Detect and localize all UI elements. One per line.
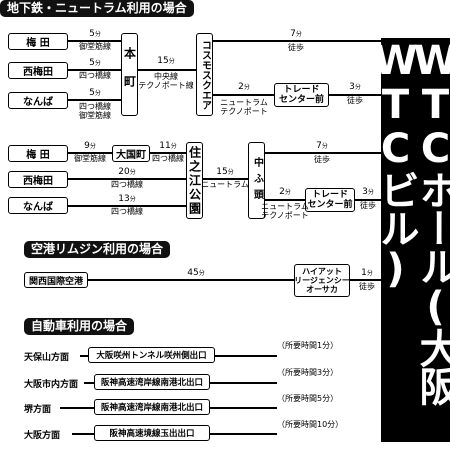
station-suminoe-park: 住之江公園	[186, 142, 203, 219]
car-from-osaka: 大阪方面	[24, 431, 61, 441]
station-namba: なんば	[8, 92, 68, 109]
hyatt-regency-osaka: ハイアット リージェンシー オーサカ	[294, 264, 350, 297]
station-daikokucho: 大国町	[112, 145, 150, 162]
station-namba-2: なんば	[8, 197, 68, 214]
station-kansai-airport: 関西国際空港	[24, 272, 88, 288]
station-nishiumeda: 西梅田	[8, 62, 68, 79]
car-exit-nankokita-1: 阪神高速湾岸線南港北出口	[94, 374, 210, 390]
station-cosmosquare: コスモスクエア	[196, 33, 213, 116]
station-nakafuto: 中ふ頭	[248, 142, 265, 219]
car-duration-3: （所要時間5分）	[277, 394, 339, 403]
car-exit-nankokita-2: 阪神高速湾岸線南港北出口	[94, 399, 210, 415]
car-from-osaka-city: 大阪市内方面	[24, 380, 79, 390]
section-header-limousine: 空港リムジン利用の場合	[24, 241, 171, 258]
destination-banner: WTCホール(大阪WTCビル)	[373, 38, 450, 442]
car-duration-2: （所要時間3分）	[277, 368, 339, 377]
station-umeda: 梅 田	[8, 33, 68, 50]
station-hommachi: 本町	[121, 33, 138, 116]
car-exit-sakishima-tunnel: 大阪咲州トンネル咲州側出口	[88, 347, 215, 363]
station-umeda-2: 梅 田	[8, 145, 68, 162]
car-from-tempozan: 天保山方面	[24, 353, 70, 363]
car-duration-4: （所要時間10分）	[277, 420, 344, 429]
section-header-subway: 地下鉄・ニュートラム利用の場合	[0, 0, 194, 17]
car-from-sakai: 堺方面	[24, 405, 52, 415]
section-header-car: 自動車利用の場合	[24, 318, 135, 335]
station-nishiumeda-2: 西梅田	[8, 171, 68, 188]
station-trade-center-2: トレード センター前	[305, 188, 355, 212]
car-exit-tamade: 阪神高速境線玉出出口	[94, 425, 210, 441]
car-duration-1: （所要時間1分）	[277, 341, 339, 350]
destination-label: WTCホール(大阪WTCビル)	[372, 38, 450, 404]
station-trade-center-1: トレード センター前	[274, 83, 329, 107]
